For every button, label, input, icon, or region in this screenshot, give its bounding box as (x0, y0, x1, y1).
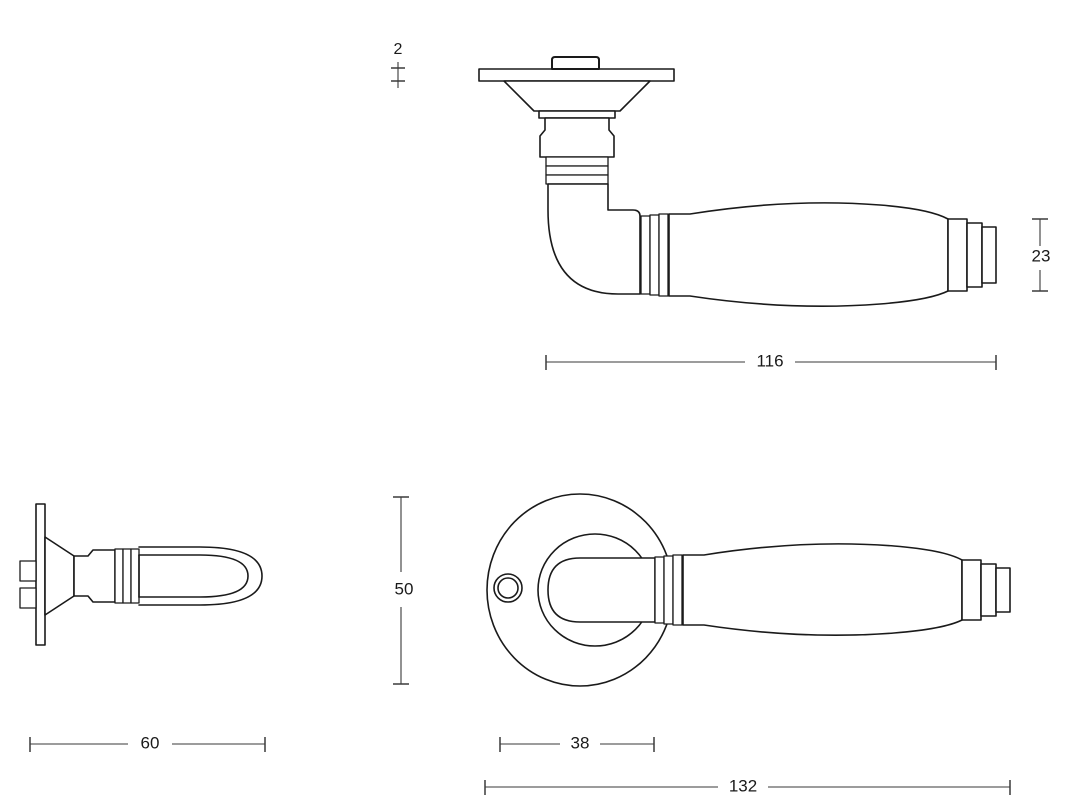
dim-thickness-label: 2 (394, 41, 403, 58)
neck-ring-3 (545, 174, 609, 185)
dim-thickness: 2 (391, 41, 405, 88)
screw-hole-inner-icon (497, 577, 519, 599)
screw-hole-outer-icon (493, 573, 523, 603)
neck-ring-2 (545, 165, 609, 176)
elbow-bend (547, 183, 641, 295)
top-section-view: 2 23 116 (391, 41, 1050, 370)
lever-barrel (668, 202, 949, 308)
front-lever-barrel (682, 543, 963, 637)
front-ring-3 (672, 554, 683, 626)
dim-rose-height: 50 (393, 496, 414, 685)
dim-rose-width: 38 (499, 733, 655, 752)
lever-ring-2 (649, 214, 660, 296)
lever-end-ring-2 (966, 222, 983, 288)
dim-lever-height: 23 (1032, 218, 1051, 292)
side-ring-1 (114, 548, 124, 604)
front-lever-neck (547, 557, 656, 623)
dim-lever-length-label: 116 (756, 351, 783, 370)
rose-cone-top (503, 80, 651, 112)
lever-end-cap (981, 226, 997, 284)
front-end-ring-1 (961, 559, 982, 621)
dim-total-length: 132 (484, 776, 1011, 795)
dim-rose-height-label: 50 (395, 579, 414, 598)
dim-lever-height-label: 23 (1032, 246, 1051, 265)
lever-ring-3 (658, 213, 669, 297)
front-end-ring-2 (980, 563, 997, 617)
screw-tab-upper (19, 560, 37, 582)
lever-ring-1 (640, 215, 651, 295)
side-ring-3 (130, 548, 140, 604)
front-ring-1 (654, 556, 665, 624)
neck-collar (539, 117, 615, 158)
side-profile-view: 60 (19, 503, 266, 752)
screw-tab-lower (19, 587, 37, 609)
rose-cone-side (44, 536, 75, 616)
rose-plate-top (478, 68, 675, 82)
neck-shaft-side (73, 549, 116, 603)
lever-end-inner (138, 554, 249, 598)
lever-end-outer (138, 546, 263, 606)
dim-rose-depth-label: 60 (141, 733, 160, 752)
backplate-side (35, 503, 46, 646)
dim-total-length-label: 132 (729, 776, 757, 795)
rose-boss-icon (551, 56, 600, 70)
neck-ring-1 (545, 156, 609, 167)
front-ring-2 (663, 555, 674, 625)
dim-lever-length: 116 (545, 351, 997, 370)
front-end-cap (995, 567, 1011, 613)
rose-washer (538, 110, 616, 119)
dim-rose-width-label: 38 (571, 733, 590, 752)
lever-end-ring-1 (947, 218, 968, 292)
dim-rose-depth: 60 (29, 733, 266, 752)
front-elevation-view: 50 38 132 (393, 493, 1011, 795)
side-ring-2 (122, 548, 132, 604)
